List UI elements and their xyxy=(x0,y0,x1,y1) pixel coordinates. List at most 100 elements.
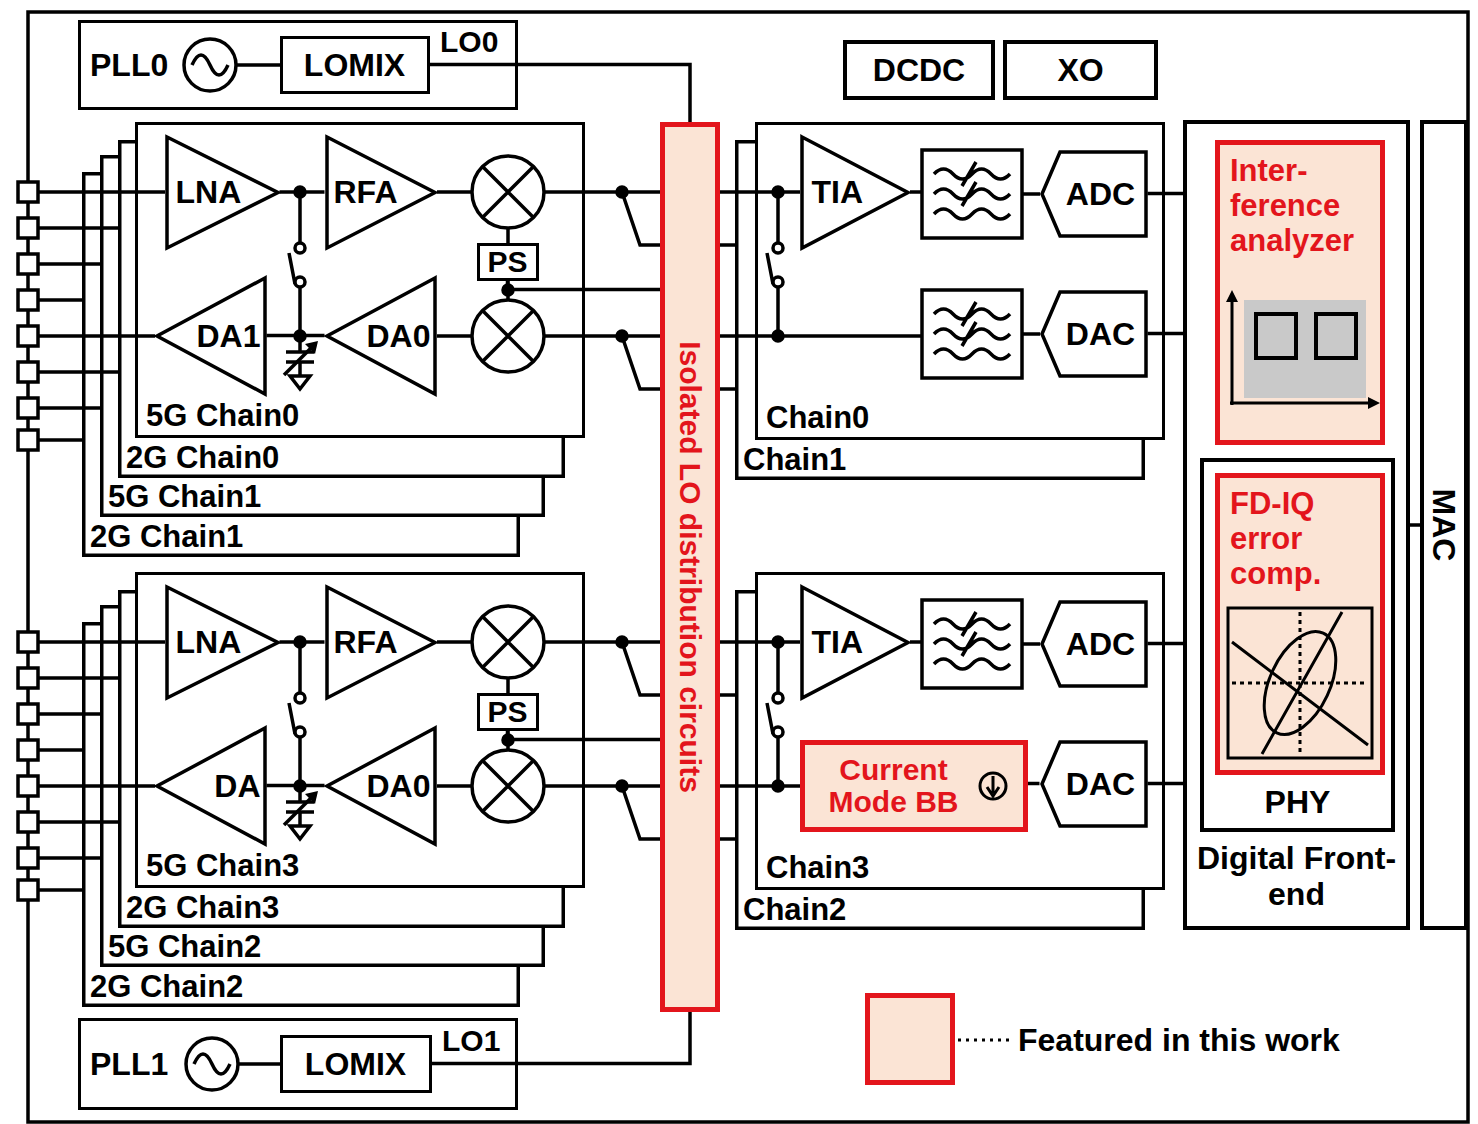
stacked-box-outline xyxy=(102,157,544,516)
block-label: 5G Chain1 xyxy=(108,480,261,514)
block-label: ADC xyxy=(1066,176,1135,212)
switch-contact xyxy=(295,243,305,253)
block-outline xyxy=(1042,152,1146,236)
stacked-box-outline xyxy=(84,624,519,1006)
block-label: MAC xyxy=(1426,489,1462,562)
dcdc-box: DCDC xyxy=(843,40,995,100)
signal-label: LO0 xyxy=(440,25,498,58)
switch-contact xyxy=(295,277,305,287)
block-outline xyxy=(1042,292,1146,376)
block-label: LOMIX xyxy=(305,1046,406,1082)
stacked-box-outline xyxy=(120,592,564,927)
block-label: PHY xyxy=(1265,784,1331,820)
block-outline xyxy=(327,278,435,394)
lo-distribution-band: Isolated LO distribution circuits xyxy=(660,122,720,1012)
block-outline xyxy=(167,137,278,248)
mixer-symbol xyxy=(483,167,533,217)
rf-amplifier: RFA xyxy=(325,135,437,250)
oscillator-symbol xyxy=(194,1054,280,1074)
lo-mixer-box: LOMIX xyxy=(280,36,430,94)
stacked-box-outline xyxy=(84,174,519,556)
signal-wire xyxy=(1148,192,1184,196)
iq-plot-axis xyxy=(1232,612,1368,754)
varactor-arrowhead xyxy=(305,341,318,354)
ground-symbol xyxy=(290,376,310,389)
junction-dot xyxy=(617,187,627,197)
block-outline xyxy=(167,587,278,698)
digital-front-end-box: Digital Front-endInter- ference analyzer… xyxy=(1183,120,1410,930)
block-label: DA1 xyxy=(196,318,260,354)
block-label: LNA xyxy=(176,174,242,210)
dac-block: DAC xyxy=(1040,290,1148,378)
rf-chain-box: 5G Chain3LNARFAPSDADA0 xyxy=(135,572,585,888)
block-label: DA xyxy=(214,768,260,804)
mixer-symbol xyxy=(472,156,544,228)
block-label: 5G Chain2 xyxy=(108,930,261,964)
stacked-box-outline xyxy=(737,592,1144,929)
block-label: Chain2 xyxy=(743,893,846,927)
junction-dot xyxy=(773,187,783,197)
baseband-wire xyxy=(700,334,1040,336)
interference-marker xyxy=(1256,314,1296,358)
block-label: DAC xyxy=(1066,316,1135,352)
spectrum-image xyxy=(1244,300,1366,398)
mixer-wire xyxy=(437,192,680,389)
block-label: PS xyxy=(487,696,527,728)
block-outline xyxy=(157,728,265,844)
block-label: FD-IQ error comp. xyxy=(1230,486,1376,591)
signal-wire xyxy=(267,784,325,788)
block-label: LNA xyxy=(176,624,242,660)
switch-contact xyxy=(773,243,783,253)
block-outline xyxy=(327,137,435,248)
block-outline xyxy=(802,587,908,698)
lo-mixer-box: LOMIX xyxy=(280,1035,432,1093)
adc-block: ADC xyxy=(1040,600,1148,688)
block-label: PLL1 xyxy=(90,1046,168,1082)
block-label: DCDC xyxy=(873,52,965,88)
tia-amplifier: TIA xyxy=(800,585,910,700)
rf-chain-wiring xyxy=(18,600,1040,900)
block-label: RFA xyxy=(334,624,398,660)
current-source-symbol xyxy=(987,776,999,796)
mixer-symbol xyxy=(472,300,544,372)
signal-label: LO1 xyxy=(442,1024,500,1057)
signal-wire xyxy=(1148,332,1184,336)
block-label: Isolated LO distribution circuits xyxy=(673,341,707,793)
block-label: TIA xyxy=(812,624,864,660)
baseband-chain-box: Chain0TIAADCDAC xyxy=(755,122,1165,440)
phase-shifter-box: PS xyxy=(477,243,539,281)
block-label: Current Mode BB xyxy=(811,754,977,818)
block-outline xyxy=(802,137,908,248)
feature-box: Inter- ference analyzer xyxy=(1215,140,1385,445)
block-label: PLL0 xyxy=(90,47,168,83)
chip-outline xyxy=(28,12,1468,1122)
block-label: 2G Chain0 xyxy=(126,441,279,475)
signal-wire xyxy=(1148,642,1184,646)
block-label: PS xyxy=(487,246,527,278)
current-source-symbol xyxy=(980,773,1006,799)
block-label: 5G Chain0 xyxy=(146,399,299,433)
switch-contact xyxy=(773,277,783,287)
signal-wire xyxy=(1028,782,1040,786)
signal-wire xyxy=(280,190,325,194)
block-label: Chain1 xyxy=(743,443,846,477)
iq-ellipse xyxy=(1250,620,1351,745)
block-outline xyxy=(327,587,435,698)
stacked-box-outline xyxy=(120,142,564,477)
filter-symbol xyxy=(922,150,1022,238)
baseband-chain-box: Chain3TIAADCCurrent Mode BBDAC xyxy=(755,572,1165,890)
legend-swatch xyxy=(865,993,955,1085)
block-label: LOMIX xyxy=(304,47,405,83)
signal-wire xyxy=(430,65,691,123)
legend-text: Featured in this work xyxy=(1018,1022,1340,1058)
interference-marker xyxy=(1316,314,1356,358)
dac-block: DAC xyxy=(1040,740,1148,828)
crystal-oscillator-box: XO xyxy=(1003,40,1158,100)
block-label: DA0 xyxy=(366,768,430,804)
driver-amplifier: DA0 xyxy=(325,276,437,396)
driver-amplifier: DA1 xyxy=(155,276,267,396)
signal-wire xyxy=(280,640,325,644)
stacked-box-outline xyxy=(737,142,1144,479)
stacked-box-outline xyxy=(102,607,544,966)
signal-wire xyxy=(1410,523,1420,527)
